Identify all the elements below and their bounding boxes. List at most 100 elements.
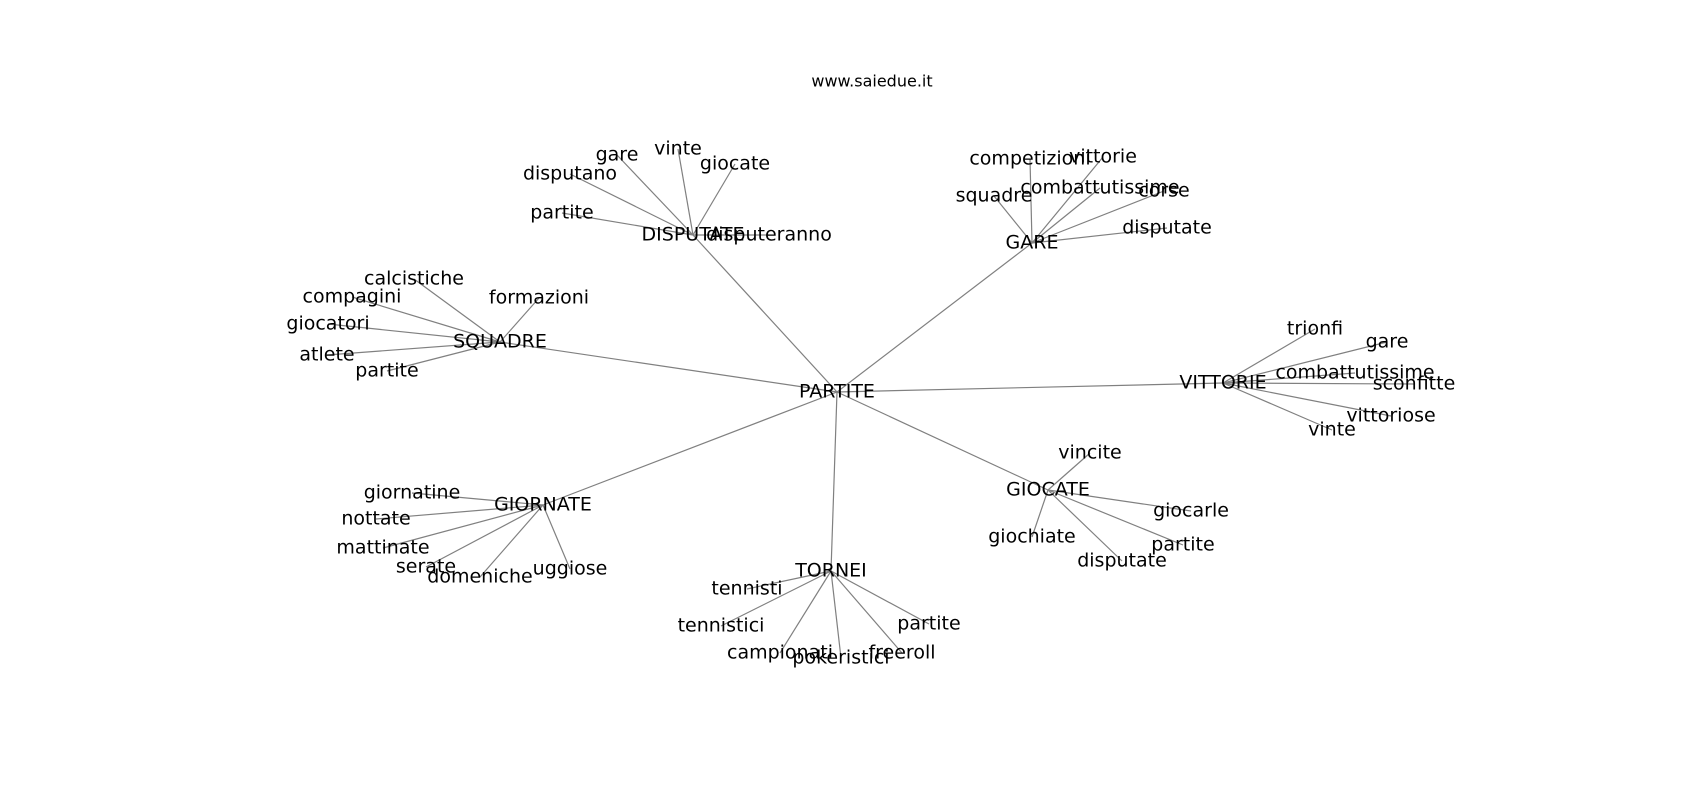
edge-tornei-tennisti: [746, 570, 832, 590]
edge-gare-competizioni: [1029, 158, 1033, 244]
hub-node-giocate: GIOCATE: [1006, 479, 1090, 501]
edge-tornei-pokeristici: [830, 570, 842, 659]
edge-tornei-tennistici: [720, 570, 832, 627]
leaf-node-gare-corse: corse: [1138, 180, 1189, 202]
leaf-node-gare-vittorie: vittorie: [1069, 146, 1137, 168]
leaf-node-gare-combattutissime: combattutissime: [1020, 177, 1179, 199]
leaf-node-disputate-giocate: giocate: [700, 153, 770, 175]
edge-root-giornate: [542, 391, 838, 506]
hub-node-tornei: TORNEI: [794, 560, 867, 582]
leaf-node-vittorie-vinte: vinte: [1308, 419, 1356, 441]
edge-gare-vittorie: [1031, 156, 1104, 244]
edge-gare-disputate: [1031, 227, 1168, 244]
edge-vittorie-trionfi: [1222, 328, 1316, 384]
edge-disputate-giocate: [692, 163, 736, 236]
leaf-node-giocate-partite: partite: [1151, 534, 1214, 556]
leaf-node-vittorie-vittoriose: vittoriose: [1346, 405, 1435, 427]
leaf-node-squadre-giocatori: giocatori: [286, 313, 369, 335]
leaf-node-giocate-giochiate: giochiate: [988, 526, 1076, 548]
leaf-node-disputate-partite: partite: [530, 202, 593, 224]
edge-tornei-campionati: [779, 570, 832, 654]
leaf-node-giornate-domeniche: domeniche: [427, 566, 532, 588]
edge-vittorie-combattutissime: [1222, 372, 1356, 384]
edge-root-disputate: [692, 234, 838, 393]
edge-giocate-disputate: [1047, 489, 1123, 562]
page-title: www.saiedue.it: [811, 72, 932, 91]
leaf-node-disputate-gare: gare: [596, 144, 639, 166]
edge-gare-corse: [1031, 190, 1165, 244]
leaf-node-giornate-uggiose: uggiose: [533, 558, 608, 580]
edge-root-tornei: [830, 391, 838, 572]
hub-node-disputate: DISPUTATE: [642, 224, 745, 246]
leaf-node-tornei-campionati: campionati: [727, 642, 833, 664]
edge-giornate-nottate: [375, 504, 544, 520]
edge-giocate-vincite: [1047, 452, 1091, 491]
edge-disputate-partite: [561, 212, 694, 236]
edge-squadre-partite: [386, 341, 501, 372]
leaf-node-tornei-tennistici: tennistici: [678, 615, 765, 637]
hub-node-squadre: SQUADRE: [453, 331, 547, 353]
hub-node-gare: GARE: [1006, 232, 1059, 254]
leaf-node-giornate-nottate: nottate: [341, 508, 410, 530]
leaf-node-vittorie-combattutissime: combattutissime: [1275, 362, 1434, 384]
edge-squadre-calcistiche: [413, 278, 501, 343]
leaf-node-tornei-freeroll: freeroll: [868, 642, 935, 664]
edge-root-vittorie: [836, 382, 1224, 393]
leaf-node-vittorie-sconfitte: sconfitte: [1373, 373, 1456, 395]
edge-vittorie-vittoriose: [1222, 382, 1392, 417]
edge-giornate-giornatine: [411, 492, 544, 506]
leaf-node-tornei-partite: partite: [897, 613, 960, 635]
leaf-node-giocate-vincite: vincite: [1058, 442, 1121, 464]
leaf-node-squadre-formazioni: formazioni: [489, 287, 589, 309]
edge-gare-squadre: [993, 195, 1033, 244]
edge-tornei-freeroll: [830, 570, 903, 654]
leaf-node-giocate-disputate: disputate: [1077, 550, 1167, 572]
leaf-node-gare-squadre: squadre: [956, 185, 1033, 207]
edge-giocate-giochiate: [1031, 489, 1049, 538]
hub-node-giornate: GIORNATE: [494, 494, 592, 516]
diagram-edges: [326, 148, 1415, 659]
edge-root-gare: [836, 242, 1033, 393]
leaf-node-vittorie-trionfi: trionfi: [1287, 318, 1343, 340]
leaf-node-giornate-mattinate: mattinate: [336, 537, 429, 559]
edge-disputate-disputano: [569, 173, 694, 236]
edge-giornate-serate: [425, 504, 544, 568]
edge-disputate-vinte: [677, 148, 694, 236]
edge-root-giocate: [836, 391, 1049, 491]
leaf-node-squadre-calcistiche: calcistiche: [364, 268, 464, 290]
leaf-node-squadre-compagini: compagini: [303, 286, 402, 308]
edge-vittorie-sconfitte: [1222, 382, 1415, 385]
edge-squadre-atlete: [326, 341, 501, 356]
leaf-node-gare-disputate: disputate: [1122, 217, 1212, 239]
hub-node-vittorie: VITTORIE: [1179, 372, 1266, 394]
edge-giocate-giocarle: [1047, 489, 1192, 512]
edge-squadre-giocatori: [327, 323, 501, 343]
leaf-node-disputate-disputano: disputano: [523, 163, 617, 185]
leaf-node-squadre-atlete: atlete: [299, 344, 354, 366]
leaf-node-gare-competizioni: competizioni: [969, 148, 1090, 170]
leaf-node-tornei-tennisti: tennisti: [711, 578, 782, 600]
edge-vittorie-vinte: [1222, 382, 1333, 431]
edge-giornate-uggiose: [542, 504, 571, 570]
edge-giocate-partite: [1047, 489, 1184, 546]
root-node-label: PARTITE: [799, 381, 875, 403]
edge-disputate-gare: [616, 154, 694, 236]
leaf-node-giornate-serate: serate: [396, 556, 456, 578]
leaf-node-disputate-vinte: vinte: [654, 138, 702, 160]
edge-squadre-formazioni: [499, 297, 540, 343]
edge-tornei-partite: [830, 570, 930, 625]
edge-vittorie-gare: [1222, 341, 1388, 384]
leaf-node-tornei-pokeristici: pokeristici: [792, 647, 889, 669]
edge-giornate-mattinate: [382, 504, 544, 549]
leaf-node-giornate-giornatine: giornatine: [364, 482, 461, 504]
edge-squadre-compagini: [351, 296, 501, 343]
leaf-node-disputate-disputeranno: disputeranno: [706, 224, 832, 246]
edge-giornate-domeniche: [479, 504, 544, 578]
edge-root-squadre: [499, 341, 838, 393]
edge-gare-combattutissime: [1031, 187, 1101, 244]
leaf-node-squadre-partite: partite: [355, 360, 418, 382]
leaf-node-vittorie-gare: gare: [1366, 331, 1409, 353]
leaf-node-giocate-giocarle: giocarle: [1153, 500, 1229, 522]
